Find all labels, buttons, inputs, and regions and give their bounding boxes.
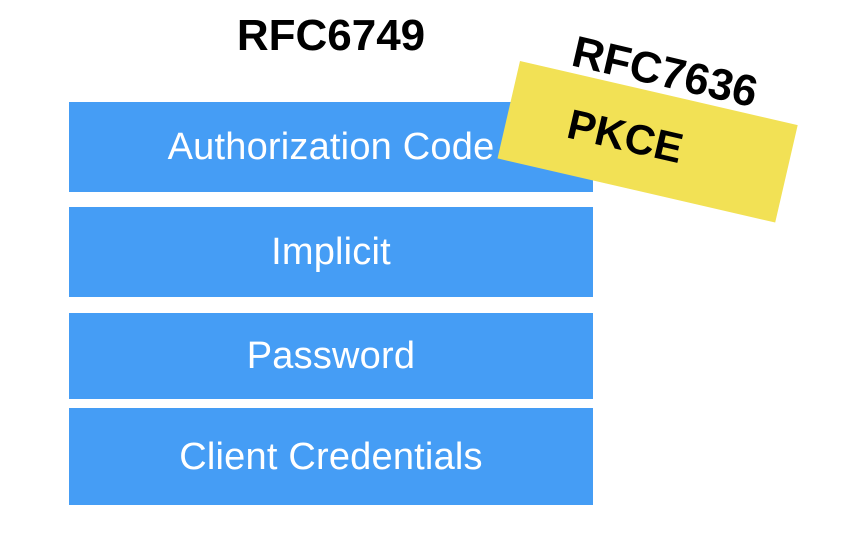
grant-bar-label: Implicit <box>271 231 391 273</box>
grant-bar-client-credentials: Client Credentials <box>69 408 593 505</box>
grant-bar-label: Authorization Code <box>167 126 495 168</box>
grant-bar-implicit: Implicit <box>69 207 593 297</box>
rfc6749-heading: RFC6749 <box>236 11 426 60</box>
grant-bar-password: Password <box>69 313 593 399</box>
grant-bar-label: Client Credentials <box>179 435 483 478</box>
grant-bar-label: Password <box>246 335 416 377</box>
